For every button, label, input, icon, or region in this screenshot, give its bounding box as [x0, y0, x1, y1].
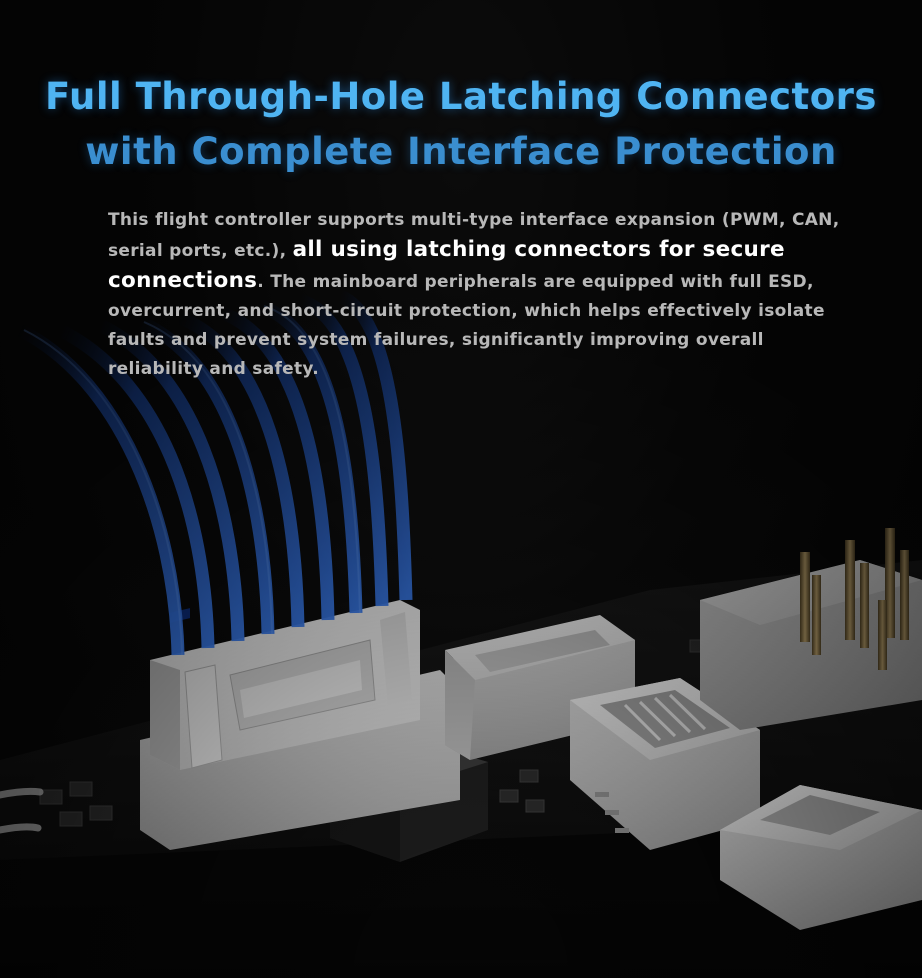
- headline-line-2: with Complete Interface Protection: [85, 130, 837, 173]
- feature-description: This flight controller supports multi-ty…: [108, 206, 848, 384]
- headline-line-1: Full Through-Hole Latching Connectors: [45, 75, 877, 118]
- headline: Full Through-Hole Latching Connectors wi…: [0, 70, 922, 180]
- description-part-2: . The mainboard peripherals are equipped…: [108, 272, 825, 379]
- description-highlight: all using latching connectors for secure…: [108, 237, 785, 293]
- description-part-1: This flight controller supports multi-ty…: [108, 210, 840, 261]
